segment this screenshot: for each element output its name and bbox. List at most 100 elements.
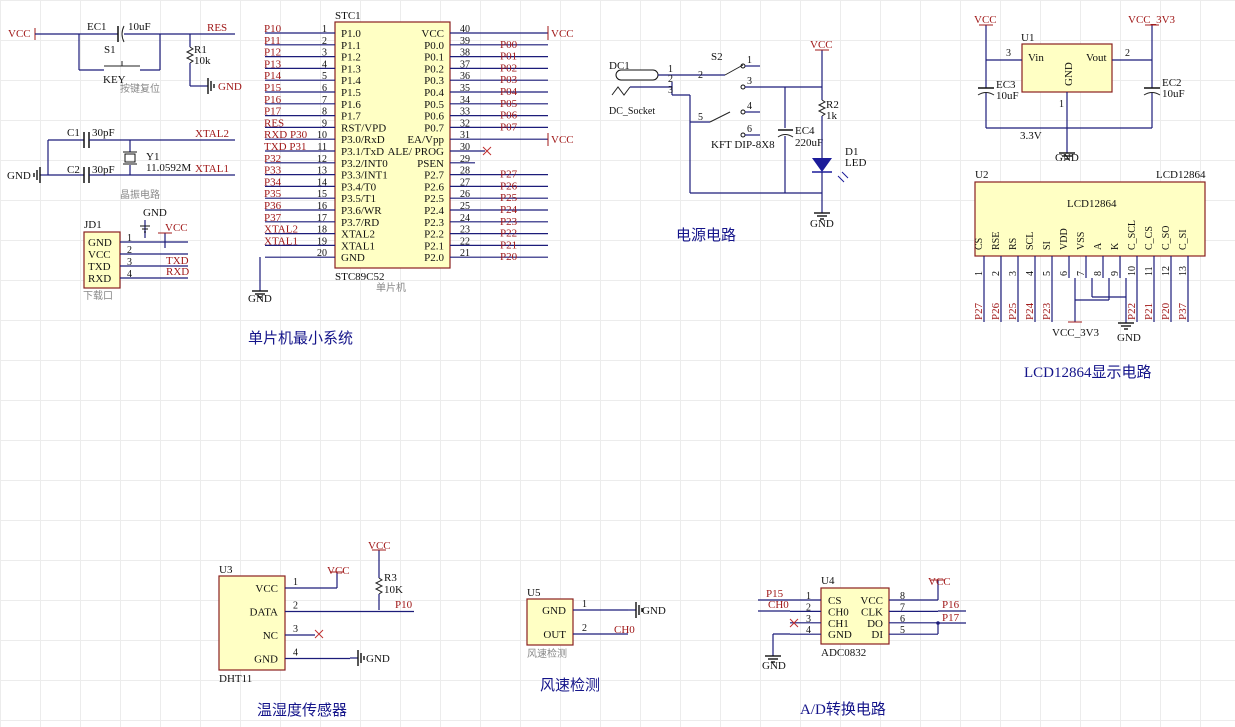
u1-label: U1 — [1021, 32, 1034, 44]
mcu-pin-name: P1.2 — [341, 52, 361, 64]
adc-pin-name: CH0 — [828, 606, 849, 618]
u1-pin-num: 1 — [1059, 99, 1064, 110]
dht-pin-number: 2 — [293, 601, 298, 612]
lcd-pin-number: 13 — [1178, 266, 1189, 276]
mcu-pin-name: P0.2 — [424, 63, 444, 75]
u1-pin-num: 2 — [1125, 48, 1130, 59]
mcu-pin-number: 30 — [460, 142, 470, 153]
mcu-pin-name: P2.0 — [424, 252, 444, 264]
lcd-pin-number: 1 — [974, 271, 985, 276]
adc-pin-number: 5 — [900, 625, 905, 636]
jd1-pin-name: RXD — [88, 273, 111, 285]
adc-pin-name: VCC — [860, 595, 883, 607]
gnd-label: GND — [642, 605, 666, 617]
mcu-net-label: P01 — [500, 51, 517, 63]
mcu-net-label: P17 — [264, 106, 282, 118]
u4-label: U4 — [821, 575, 835, 587]
dht-pin-name: GND — [254, 654, 278, 666]
dht-section-title: 温湿度传感器 — [257, 702, 347, 719]
mcu-pin-number: 33 — [460, 107, 470, 118]
jd1-pin-number: 4 — [127, 269, 132, 280]
mcu-pin-number: 20 — [317, 248, 327, 259]
mcu-pin-name: P3.3/INT1 — [341, 170, 388, 182]
u1-pin-vin: Vin — [1028, 52, 1044, 64]
res-net-label: RES — [207, 22, 227, 34]
lcd-section: U2 LCD12864 LCD12864 CS1P27RSE2P26RS3P25… — [973, 169, 1206, 381]
vcc-label: VCC — [327, 565, 350, 577]
mcu-pin-number: 9 — [322, 118, 327, 129]
mcu-pin-number: 23 — [460, 225, 470, 236]
vcc-label: VCC — [551, 28, 574, 40]
s2-pin: 3 — [747, 76, 752, 87]
mcu-pin-name: P1.4 — [341, 75, 361, 87]
u2-value: LCD12864 — [1156, 169, 1206, 181]
mcu-pin-number: 29 — [460, 154, 470, 165]
s2-pin: 5 — [698, 112, 703, 123]
u3-label: U3 — [219, 564, 233, 576]
mcu-pin-number: 27 — [460, 177, 470, 188]
mcu-pin-number: 26 — [460, 189, 470, 200]
wind-caption: 风速检测 — [527, 647, 567, 660]
adc-pin-number: 2 — [806, 602, 811, 613]
adc-pin-number: 6 — [900, 614, 905, 625]
lcd-pin-number: 9 — [1110, 271, 1121, 276]
mcu-pin-number: 28 — [460, 166, 470, 177]
jd1-pin-name: VCC — [88, 249, 111, 261]
ec1-value: 10uF — [128, 21, 151, 33]
mcu-pin-name: P3.7/RD — [341, 217, 379, 229]
mcu-net-label: P02 — [500, 62, 517, 74]
u2-label: U2 — [975, 169, 988, 181]
mcu-pin-number: 3 — [322, 48, 327, 59]
mcu-pin-name: P0.0 — [424, 40, 444, 52]
u5-pin-name: OUT — [543, 629, 566, 641]
u4-value: ADC0832 — [821, 647, 866, 659]
r2-value: 1k — [826, 110, 838, 122]
lcd-pin-number: 4 — [1025, 271, 1036, 276]
mcu-pin-number: 14 — [317, 177, 327, 188]
mcu-pin-number: 4 — [322, 59, 327, 70]
dc1-value: DC_Socket — [609, 106, 655, 117]
lcd-pin-name: CS — [974, 238, 985, 250]
mcu-pin-number: 39 — [460, 36, 470, 47]
s2-label: S2 — [711, 51, 723, 63]
mcu-pin-number: 35 — [460, 83, 470, 94]
vcc-label: VCC — [928, 576, 951, 588]
mcu-pin-name: P1.7 — [341, 111, 361, 123]
mcu-section-title: 单片机最小系统 — [248, 330, 353, 347]
mcu-pin-number: 24 — [460, 213, 470, 224]
adc0832-chip — [820, 587, 890, 645]
mcu-pin-number: 13 — [317, 166, 327, 177]
gnd-label: GND — [1055, 152, 1079, 164]
dc1-pin: 1 — [668, 64, 673, 75]
jd1-pin-number: 1 — [127, 233, 132, 244]
mcu-pin-name: PSEN — [417, 158, 444, 170]
r3-label: R3 — [384, 572, 397, 584]
lcd12864-module — [974, 181, 1206, 257]
crystal-caption: 晶振电路 — [120, 188, 160, 201]
mcu-pin-name: P2.1 — [424, 240, 444, 252]
gnd-label: GND — [1117, 332, 1141, 344]
gnd-label: GND — [248, 293, 272, 305]
mcu-pin-name: P3.5/T1 — [341, 193, 376, 205]
mcu-net-label: P00 — [500, 39, 518, 51]
u1-pin-gnd: GND — [1063, 62, 1075, 86]
lcd-net-label: P24 — [1024, 302, 1036, 320]
lcd-title: LCD12864 — [1067, 198, 1117, 210]
adc-pin-name: GND — [828, 629, 852, 641]
lcd-pin-name: VSS — [1076, 232, 1087, 250]
ec2-label: EC2 — [1162, 77, 1182, 89]
lcd-pin-name: C_SCL — [1127, 220, 1138, 250]
mcu-net-label: RXD P30 — [264, 129, 308, 141]
lcd-pin-name: SI — [1042, 241, 1053, 250]
mcu-pin-number: 1 — [322, 24, 327, 35]
mcu-net-label: P06 — [500, 110, 518, 122]
p16-net-label: P16 — [942, 599, 960, 611]
jd1-pin-name: GND — [88, 237, 112, 249]
dc1-pin: 3 — [668, 85, 673, 96]
adc-pin-number: 3 — [806, 614, 811, 625]
u5-pin-name: GND — [542, 605, 566, 617]
mcu-pin-name: P0.5 — [424, 99, 444, 111]
mcu-pin-number: 10 — [317, 130, 327, 141]
ec2-value: 10uF — [1162, 88, 1185, 100]
